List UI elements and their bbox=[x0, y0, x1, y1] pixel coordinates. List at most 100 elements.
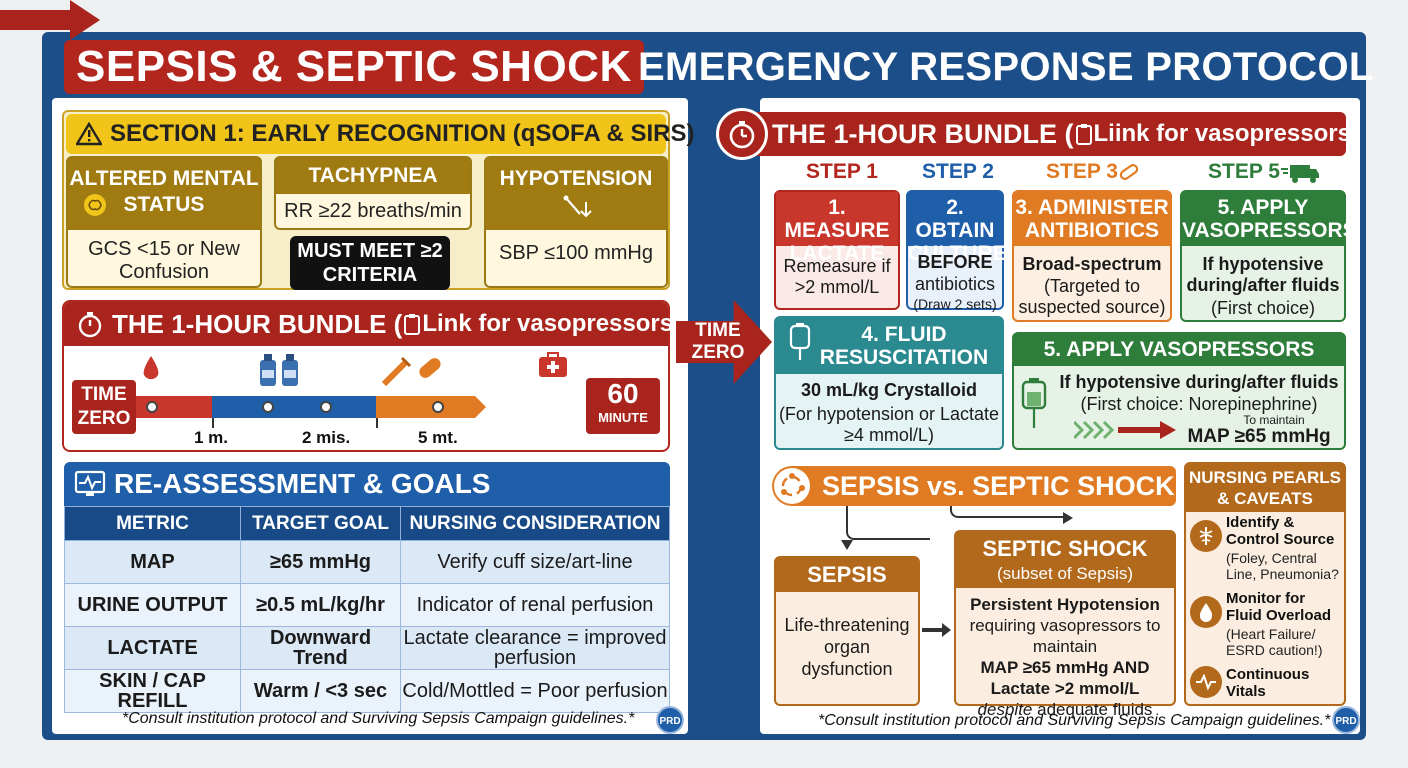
criterion-title: ALTERED MENTAL STATUS bbox=[69, 167, 259, 216]
cycle-icon bbox=[774, 468, 810, 504]
shock-subtitle: (subset of Sepsis) bbox=[996, 564, 1134, 583]
connector-line bbox=[846, 506, 930, 540]
step-title: 4. FLUID RESUSCITATION bbox=[776, 318, 1002, 374]
flow-arrow-icon bbox=[1072, 418, 1178, 447]
timeline-segment-blue bbox=[212, 396, 380, 418]
goal-cell: ≥65 mmHg bbox=[240, 540, 401, 584]
nursing-pearls-box: NURSING PEARLS & CAVEATS Identify & Cont… bbox=[1184, 462, 1346, 706]
vasopressor-link[interactable]: Liink for vasopressors) bbox=[1093, 120, 1359, 147]
reassessment-heading: RE-ASSESSMENT & GOALS bbox=[64, 462, 670, 506]
criterion-value: GCS <15 or New Confusion bbox=[88, 238, 240, 283]
sixty-unit: MINUTE bbox=[598, 410, 648, 425]
step-body: (First choice: Norepinephrine) bbox=[1080, 394, 1318, 414]
step-target: MAP ≥65 mmHg bbox=[1187, 426, 1331, 447]
table-header-row: METRIC TARGET GOAL NURSING CONSIDERATION bbox=[64, 506, 670, 541]
step-apply-vasopressors-detail: 5. APPLY VASOPRESSORS If hypotensive dur… bbox=[1012, 332, 1346, 450]
connector-line bbox=[950, 506, 1066, 518]
sepsis-body: Life-threatening organ dysfunction bbox=[784, 615, 910, 679]
vasopressor-link[interactable]: Link for vasopressors) bbox=[422, 310, 682, 337]
step-title: 1. MEASURE LACTATE bbox=[776, 192, 898, 265]
gauge-icon bbox=[562, 194, 592, 227]
step-body: antibiotics bbox=[914, 274, 996, 294]
culture-bottles-icon bbox=[258, 352, 302, 393]
timeline-label: 1 m. bbox=[194, 428, 229, 447]
prd-badge-left: PRD bbox=[656, 706, 684, 734]
shock-line: Persistent Hypotension bbox=[970, 595, 1160, 614]
arrow-right-icon bbox=[1062, 511, 1074, 530]
timeline-tick bbox=[212, 418, 214, 428]
pill-icon bbox=[1118, 162, 1140, 187]
footnote-left: *Consult institution protocol and Surviv… bbox=[122, 710, 635, 727]
clipboard-icon bbox=[404, 313, 421, 335]
arrow-down-icon bbox=[840, 538, 854, 557]
step-label: STEP 5 bbox=[1208, 160, 1280, 183]
blood-drop-icon bbox=[140, 354, 162, 389]
table-row: SKIN / CAP REFILL Warm / <3 sec Cold/Mot… bbox=[64, 669, 670, 713]
shock-line: requiring vasopressors to maintain bbox=[969, 616, 1161, 656]
timeline-tick bbox=[376, 418, 378, 428]
bundle-right-heading: THE 1-HOUR BUNDLE ( Liink for vasopresso… bbox=[718, 112, 1359, 156]
monitor-icon bbox=[74, 470, 106, 498]
shock-line: adequate fluids bbox=[1037, 700, 1153, 719]
sixty-minute-marker: 60 MINUTE bbox=[586, 378, 660, 434]
stopwatch-icon bbox=[716, 108, 768, 160]
ambulance-icon bbox=[1280, 162, 1320, 189]
step-fluid-resuscitation: 4. FLUID RESUSCITATION 30 mL/kg Crystall… bbox=[774, 316, 1004, 450]
note-cell: Lactate clearance = improved perfusion bbox=[400, 626, 670, 670]
pearls-heading: NURSING PEARLS & CAVEATS bbox=[1186, 464, 1344, 512]
prd-badge-right: PRD bbox=[1332, 706, 1360, 734]
septic-shock-box: SEPTIC SHOCK (subset of Sepsis) Persiste… bbox=[954, 530, 1176, 719]
metric-cell: URINE OUTPUT bbox=[64, 583, 241, 627]
drop-icon bbox=[1190, 596, 1222, 628]
comparison-heading: SEPSIS vs. SEPTIC SHOCK bbox=[772, 466, 1176, 506]
step-body-bold: If hypotensive during/after fluids bbox=[1059, 372, 1339, 392]
step-apply-vasopressors: 5. APPLY VASOPRESSORS If hypotensive dur… bbox=[1180, 190, 1357, 322]
sixty-value: 60 bbox=[607, 378, 639, 409]
shock-emphasis: despite bbox=[977, 700, 1033, 719]
note-cell: Indicator of renal perfusion bbox=[400, 583, 670, 627]
metric-cell: MAP bbox=[64, 540, 241, 584]
step-body-bold: If hypotensive during/after fluids bbox=[1186, 254, 1340, 295]
criterion-value: SBP ≤100 mmHg bbox=[498, 242, 653, 264]
clipboard-icon bbox=[1075, 123, 1092, 145]
bundle-left-heading-text: THE 1-HOUR BUNDLE ( bbox=[112, 308, 403, 339]
bundle-left-heading: THE 1-HOUR BUNDLE ( Link for vasopressor… bbox=[64, 302, 681, 346]
timeline-segment-red bbox=[136, 396, 216, 418]
pearl-item: Continuous Vitals bbox=[1190, 664, 1342, 704]
arrow-right-icon bbox=[922, 622, 952, 643]
pearl-detail: (Heart Failure/ ESRD caution!) bbox=[1226, 626, 1323, 658]
reassessment-heading-text: RE-ASSESSMENT & GOALS bbox=[114, 468, 491, 499]
goal-cell: ≥0.5 mL/kg/hr bbox=[240, 583, 401, 627]
pearl-title: Monitor for Fluid Overload bbox=[1226, 590, 1332, 624]
caduceus-icon bbox=[1190, 520, 1222, 552]
step-body: (For hypotension or Lactate ≥4 mmol/L) bbox=[778, 404, 1000, 445]
bundle-right-heading-text: THE 1-HOUR BUNDLE ( bbox=[772, 118, 1074, 149]
page-title-primary: SEPSIS & SEPTIC SHOCK bbox=[64, 40, 644, 94]
timeline-dot bbox=[262, 401, 274, 413]
timeline-dot bbox=[146, 401, 158, 413]
goal-cell: Warm / <3 sec bbox=[240, 669, 401, 713]
reassessment-table: METRIC TARGET GOAL NURSING CONSIDERATION… bbox=[64, 506, 670, 713]
footnote-right: *Consult institution protocol and Surviv… bbox=[818, 712, 1331, 729]
page-title-secondary: EMERGENCY RESPONSE PROTOCOL bbox=[638, 45, 1374, 89]
column-header: NURSING CONSIDERATION bbox=[400, 506, 670, 541]
section1-heading: SECTION 1: EARLY RECOGNITION (qSOFA & SI… bbox=[66, 114, 695, 154]
time-zero-arrow-text: TIME ZERO bbox=[691, 320, 745, 363]
step-body: (First choice) bbox=[1210, 298, 1315, 318]
criterion-value: RR ≥22 breaths/min bbox=[284, 200, 462, 222]
metric-cell: SKIN / CAP REFILL bbox=[64, 669, 241, 713]
brain-icon bbox=[82, 192, 108, 223]
timeline-dot bbox=[320, 401, 332, 413]
criterion-hypotension: HYPOTENSION SBP ≤100 mmHg bbox=[484, 156, 668, 288]
timeline-segment-orange bbox=[376, 396, 486, 418]
column-header: METRIC bbox=[64, 506, 241, 541]
step-title: 5. APPLY VASOPRESSORS bbox=[1182, 192, 1357, 246]
step-label: STEP 1 bbox=[806, 160, 878, 183]
step-body-bold: BEFORE bbox=[917, 252, 993, 272]
timeline-label: 5 mt. bbox=[418, 428, 458, 447]
iv-bag-icon bbox=[788, 322, 812, 367]
timeline-label: 2 mis. bbox=[302, 428, 351, 447]
pearl-item: Monitor for Fluid Overload (Heart Failur… bbox=[1190, 590, 1342, 660]
note-cell: Cold/Mottled = Poor perfusion bbox=[400, 669, 670, 713]
step-obtain-culture: 2. OBTAIN CULTURE BEFORE antibiotics (Dr… bbox=[906, 190, 1007, 312]
